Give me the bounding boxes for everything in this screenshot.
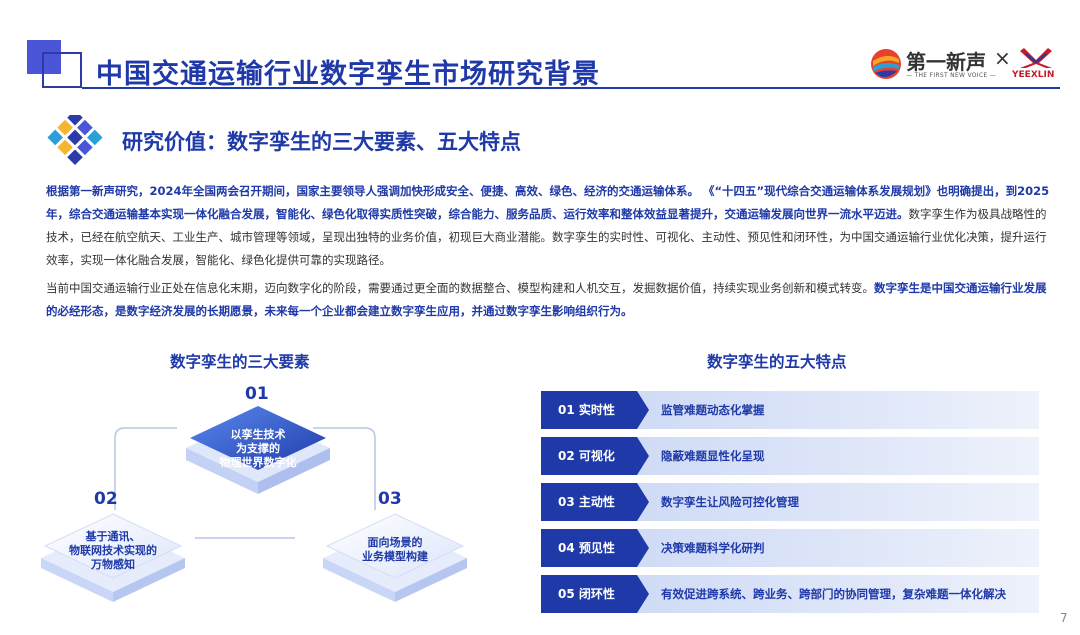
feature-desc: 监管难题动态化掌握 bbox=[661, 402, 765, 417]
feature-arrow bbox=[637, 483, 649, 521]
element-text-01: 以孪生技术为支撑的物理世界数字化 bbox=[176, 428, 340, 470]
feature-arrow bbox=[637, 575, 649, 613]
diamond-grid-icon bbox=[47, 115, 103, 166]
element-text-02: 基于通讯、物联网技术实现的万物感知 bbox=[31, 530, 195, 572]
page-title: 中国交通运输行业数字孪生市场研究背景 bbox=[96, 59, 600, 90]
header-decor-outline bbox=[42, 52, 82, 88]
background-paragraph-1: 根据第一新声研究，2024年全国两会召开期间，国家主要领导人强调加快形成安全、便… bbox=[46, 180, 1056, 272]
three-elements-title: 数字孪生的三大要素 bbox=[170, 353, 310, 371]
tile-text-line: 以孪生技术 bbox=[230, 428, 286, 441]
tile-text-line: 面向场景的 bbox=[367, 536, 423, 549]
element-tile-03 bbox=[323, 513, 467, 602]
feature-desc: 决策难题科学化研判 bbox=[661, 540, 765, 555]
partner-logo: YEEXLIN bbox=[1012, 46, 1060, 82]
page-number: 7 bbox=[1060, 611, 1068, 625]
tile-text-line: 为支撑的 bbox=[236, 442, 280, 455]
feature-tag: 02 可视化 bbox=[541, 437, 637, 475]
partner-logo-text: YEEXLIN bbox=[1012, 70, 1055, 80]
tile-text-line: 物理世界数字化 bbox=[219, 456, 297, 469]
yeexlin-logo-icon bbox=[1020, 48, 1052, 68]
header-decor-square bbox=[27, 40, 61, 74]
feature-arrow bbox=[637, 437, 649, 475]
section-title: 研究价值：数字孪生的三大要素、五大特点 bbox=[122, 130, 521, 154]
element-number-01: 01 bbox=[245, 384, 269, 404]
first-new-voice-logo-icon bbox=[871, 49, 901, 79]
feature-tag: 04 预见性 bbox=[541, 529, 637, 567]
connector-ring bbox=[114, 427, 376, 539]
brand-logo: 第一新声 — THE FIRST NEW VOICE — × YEEXLIN bbox=[870, 46, 1070, 86]
feature-row: 02 可视化 隐蔽难题显性化呈现 bbox=[541, 437, 1039, 475]
background-paragraph-2: 当前中国交通运输行业正处在信息化末期，迈向数字化的阶段，需要通过更全面的数据整合… bbox=[46, 277, 1056, 323]
paragraph-2-body: 当前中国交通运输行业正处在信息化末期，迈向数字化的阶段，需要通过更全面的数据整合… bbox=[46, 281, 874, 295]
feature-row: 05 闭环性 有效促进跨系统、跨业务、跨部门的协同管理，复杂难题一体化解决 bbox=[541, 575, 1039, 613]
feature-tag: 05 闭环性 bbox=[541, 575, 637, 613]
feature-desc: 数字孪生让风险可控化管理 bbox=[661, 494, 799, 509]
feature-desc: 有效促进跨系统、跨业务、跨部门的协同管理，复杂难题一体化解决 bbox=[661, 586, 1006, 601]
feature-row: 01 实时性 监管难题动态化掌握 bbox=[541, 391, 1039, 429]
paragraph-1-body: 数字孪生作为极具战略性的技术，已经在航空航天、工业生产、城市管理等领域，呈现出独… bbox=[46, 207, 1047, 267]
feature-row: 03 主动性 数字孪生让风险可控化管理 bbox=[541, 483, 1039, 521]
element-number-02: 02 bbox=[94, 489, 118, 509]
feature-arrow bbox=[637, 391, 649, 429]
element-tile-01 bbox=[186, 406, 330, 494]
header-divider bbox=[82, 87, 1060, 89]
element-text-03: 面向场景的业务模型构建 bbox=[313, 536, 477, 564]
feature-desc: 隐蔽难题显性化呈现 bbox=[661, 448, 765, 463]
logo-times: × bbox=[994, 46, 1011, 70]
five-features-title: 数字孪生的五大特点 bbox=[707, 353, 847, 371]
logo-text-cn: 第一新声 bbox=[906, 50, 986, 74]
tile-text-line: 万物感知 bbox=[91, 558, 135, 571]
element-number-03: 03 bbox=[378, 489, 402, 509]
tile-text-line: 基于通讯、 bbox=[85, 530, 141, 543]
tile-text-line: 物联网技术实现的 bbox=[69, 544, 157, 557]
paragraph-1-highlight: 根据第一新声研究，2024年全国两会召开期间，国家主要领导人强调加快形成安全、便… bbox=[46, 184, 1050, 221]
element-tile-02 bbox=[41, 513, 185, 602]
feature-arrow bbox=[637, 529, 649, 567]
feature-tag: 03 主动性 bbox=[541, 483, 637, 521]
feature-row: 04 预见性 决策难题科学化研判 bbox=[541, 529, 1039, 567]
logo-subtitle: — THE FIRST NEW VOICE — bbox=[906, 72, 996, 79]
feature-tag: 01 实时性 bbox=[541, 391, 637, 429]
paragraph-2-highlight: 数字孪生是中国交通运输行业发展的必经形态，是数字经济发展的长期愿景，未来每一个企… bbox=[46, 281, 1047, 318]
tile-text-line: 业务模型构建 bbox=[362, 550, 428, 563]
